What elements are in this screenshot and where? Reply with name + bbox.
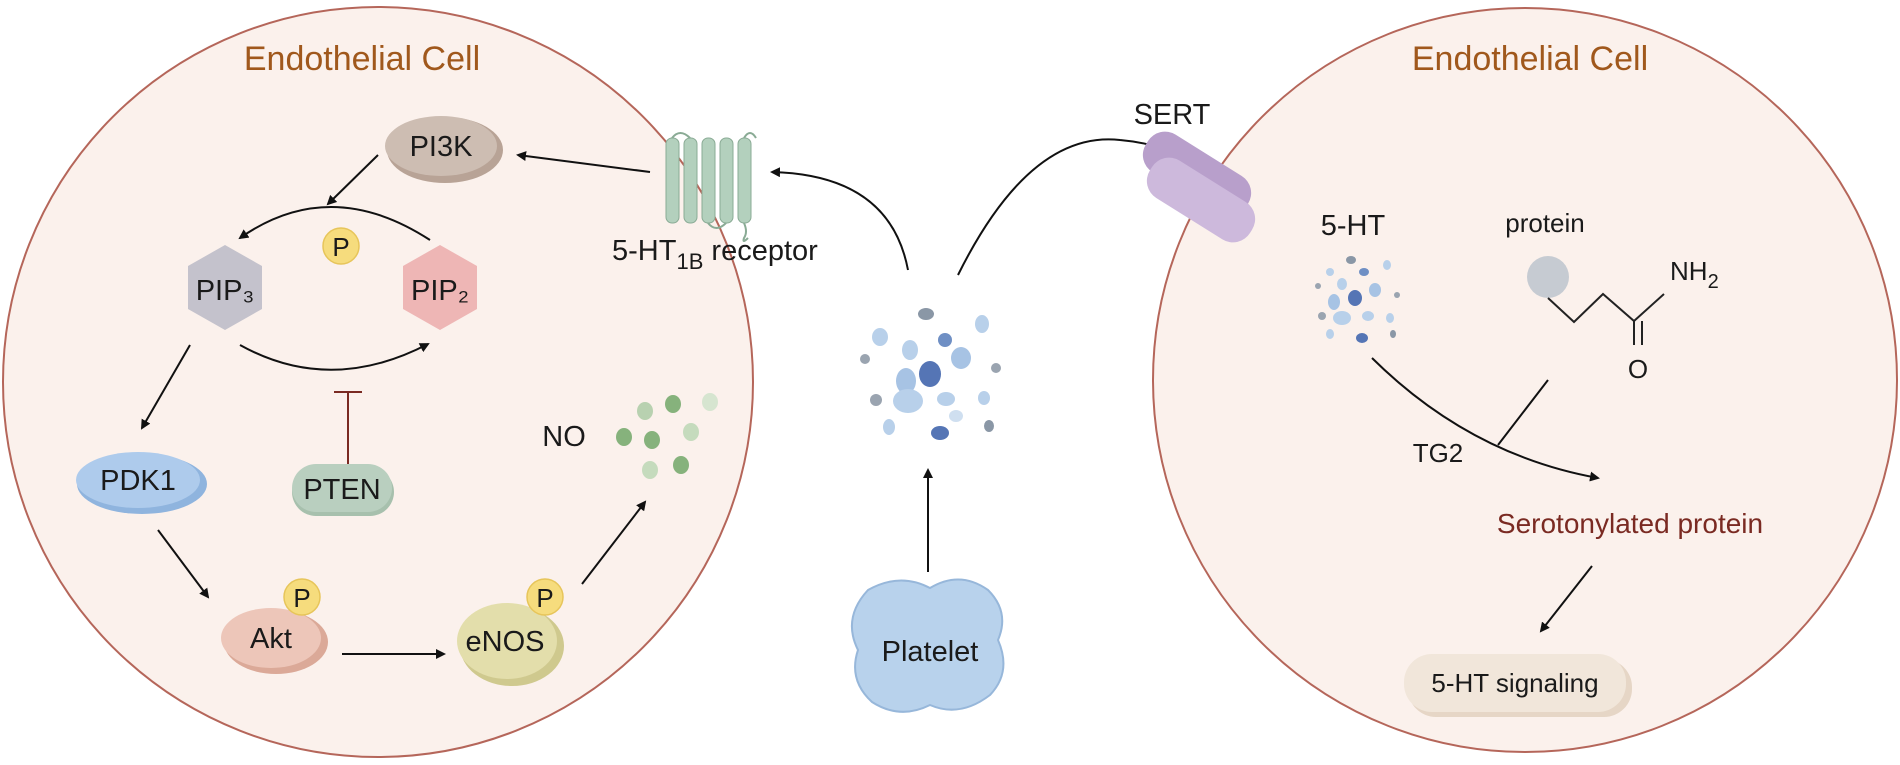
pip3-node: PIP₃ [188, 245, 262, 330]
pdk1-label: PDK1 [100, 465, 176, 497]
right-cell-title: Endothelial Cell [1412, 40, 1648, 78]
left-cell-title: Endothelial Cell [244, 40, 480, 78]
serotonin-granules-cluster [860, 308, 1001, 440]
arrow-pip3-to-pip2 [239, 343, 430, 371]
pi3k-label: PI3K [410, 131, 474, 163]
receptor-label: 5-HT1B receptor [612, 235, 818, 274]
enos-phosphate-label: P [536, 583, 553, 613]
pip2-label: PIP₂ [411, 275, 469, 307]
sert-label: SERT [1134, 99, 1211, 131]
no-label: NO [542, 421, 586, 453]
receptor-label-prefix: 5-HT [612, 235, 677, 267]
arrow-pi3k-to-pip3 [326, 154, 379, 206]
protein-glutamine-structure [1527, 256, 1665, 345]
nh-subscript: 2 [1708, 271, 1719, 293]
5ht-signaling-box: 5-HT signaling [1404, 654, 1632, 717]
phosphate-label: P [332, 232, 349, 262]
phosphate-badge: P [322, 227, 360, 265]
five-ht-label: 5-HT [1321, 210, 1386, 242]
five-ht-granules [1315, 256, 1400, 343]
akt-label: Akt [250, 623, 292, 655]
right-cell-membrane [1152, 7, 1898, 753]
arrow-enos-to-no [581, 500, 647, 585]
platelet-label: Platelet [882, 636, 979, 668]
enos-label: eNOS [466, 626, 545, 658]
arrow-to-signaling [1539, 565, 1593, 633]
tg2-label: TG2 [1413, 438, 1464, 468]
arrow-serotonin-to-receptor [770, 167, 909, 271]
arrow-receptor-to-pi3k [516, 151, 651, 173]
pip3-label: PIP₃ [196, 275, 255, 307]
receptor-label-subscript: 1B [676, 249, 703, 274]
oxygen-label: O [1628, 354, 1648, 384]
left-cell-membrane [2, 6, 754, 758]
pten-node: PTEN [292, 464, 394, 516]
akt-phosphate-badge: P [283, 578, 321, 616]
pdk1-node: PDK1 [76, 452, 207, 514]
tg2-catalysis-line [1497, 379, 1549, 446]
no-molecules [616, 393, 718, 479]
nh-text: NH [1670, 256, 1708, 286]
arrow-serotonylation [1371, 357, 1600, 482]
5ht1b-receptor-icon [665, 132, 757, 242]
receptor-label-suffix: receptor [703, 235, 818, 267]
protein-label: protein [1505, 208, 1585, 238]
pi3k-node: PI3K [385, 116, 503, 183]
pip2-node: PIP₂ [403, 245, 477, 330]
arrow-pip2-to-pip3 [238, 206, 431, 241]
pten-label: PTEN [303, 474, 380, 506]
akt-phosphate-label: P [293, 583, 310, 613]
nh2-label: NH2 [1670, 256, 1719, 293]
enos-phosphate-badge: P [526, 578, 564, 616]
arrow-pip3-to-pdk1 [140, 344, 191, 430]
serotonylated-protein-label: Serotonylated protein [1497, 508, 1763, 539]
enos-node: eNOS [457, 603, 564, 686]
sert-transporter-icon [1142, 131, 1256, 243]
platelet-cell: Platelet [851, 578, 1005, 713]
akt-node: Akt [221, 608, 328, 674]
arrow-pdk1-to-akt [157, 529, 210, 599]
signaling-label: 5-HT signaling [1431, 668, 1598, 698]
